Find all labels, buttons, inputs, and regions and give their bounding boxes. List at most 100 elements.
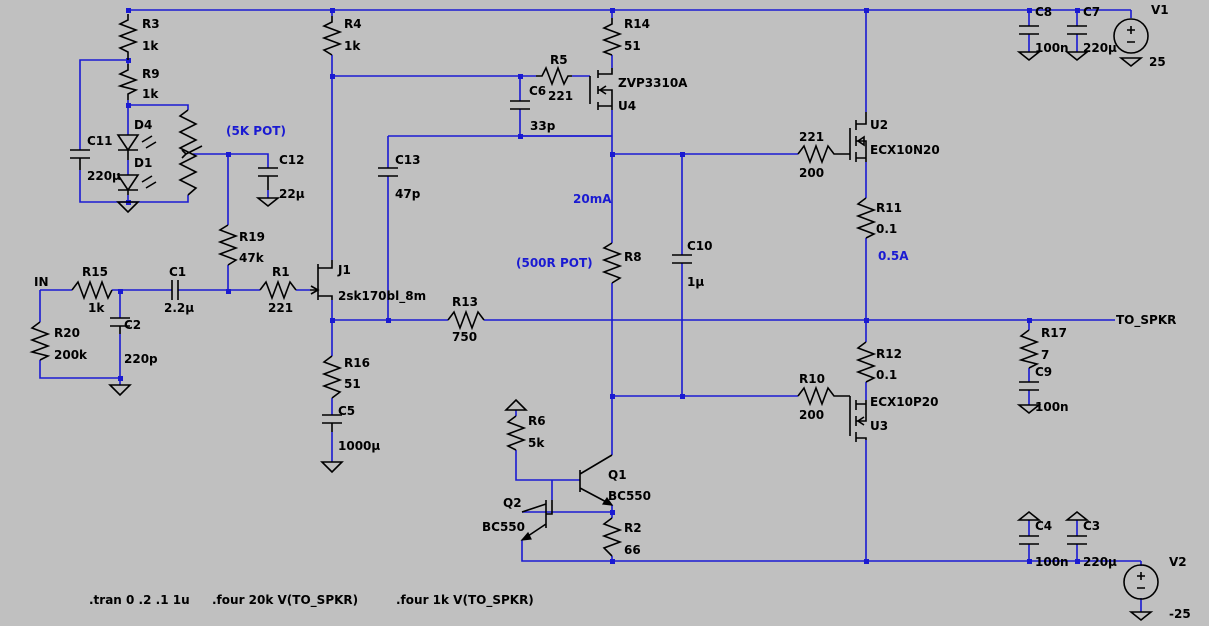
label-c2-name: C2	[124, 318, 141, 332]
resistor-r2	[601, 517, 623, 557]
label-c4-name: C4	[1035, 519, 1052, 533]
label-c12-value: 22µ	[279, 187, 305, 201]
capacitor-c5	[322, 414, 342, 432]
label-c9-value: 100n	[1035, 400, 1069, 414]
capacitor-c12	[258, 167, 278, 190]
label-v1-name: V1	[1151, 3, 1169, 17]
spice-directives: .tran 0 .2 .1 1u .four 20k V(TO_SPKR) .f…	[89, 593, 534, 608]
pmos-u4	[589, 68, 613, 110]
capacitor-c2	[110, 317, 130, 334]
net-label-in: IN	[34, 275, 49, 289]
label-q2-value: BC550	[482, 520, 525, 534]
label-c4-value: 100n	[1035, 555, 1069, 569]
nmos-u2	[849, 112, 867, 162]
label-j1-name: J1	[337, 263, 351, 277]
annotation-500r-pot: (500R POT)	[516, 256, 593, 270]
label-u3-value: ECX10P20	[870, 395, 938, 409]
resistor-r14	[601, 18, 623, 56]
capacitors	[70, 25, 1087, 545]
label-c12-name: C12	[279, 153, 305, 167]
capacitor-c11	[70, 149, 90, 170]
label-r5-name: R5	[550, 53, 568, 67]
label-r20-value: 200k	[54, 348, 88, 362]
voltage-source-v1	[1113, 18, 1149, 54]
label-v2-name: V2	[1169, 555, 1187, 569]
label-c10-name: C10	[687, 239, 713, 253]
label-c6-value: 33p	[530, 119, 556, 133]
ground-icon	[255, 197, 281, 208]
label-r5-value: 221	[548, 89, 573, 103]
label-q1-value: BC550	[608, 489, 651, 503]
annotation-20ma: 20mA	[573, 192, 612, 206]
label-q2-name: Q2	[503, 496, 522, 510]
label-c7-name: C7	[1083, 5, 1100, 19]
label-r2-value: 66	[624, 543, 641, 557]
capacitor-c4	[1019, 535, 1039, 545]
label-c7-value: 220µ	[1083, 41, 1117, 55]
capacitor-c13	[378, 167, 398, 177]
label-r1-value: 221	[268, 301, 293, 315]
directive-four-1k: .four 1k V(TO_SPKR)	[396, 593, 534, 608]
label-r12-name: R12	[876, 347, 902, 361]
annotation-0-5a: 0.5A	[878, 249, 909, 263]
capacitor-c7	[1067, 25, 1087, 35]
npn-q2	[520, 500, 553, 541]
label-c11-name: C11	[87, 134, 113, 148]
label-u2-name: U2	[870, 118, 888, 132]
label-r14-name: R14	[624, 17, 650, 31]
label-c6-name: C6	[529, 84, 546, 98]
label-r8-name: R8	[624, 250, 642, 264]
label-r10-value: 200	[799, 408, 824, 422]
label-c2-value: 220p	[124, 352, 158, 366]
capacitor-c1	[171, 280, 179, 300]
resistor-r10	[797, 385, 850, 407]
label-r15-value: 1k	[88, 301, 105, 315]
label-c13-name: C13	[395, 153, 421, 167]
ground-icon	[1118, 57, 1144, 68]
ground-icon	[108, 384, 132, 397]
label-r3-value: 1k	[142, 39, 159, 53]
label-c3-name: C3	[1083, 519, 1100, 533]
directive-tran: .tran 0 .2 .1 1u	[89, 593, 190, 607]
component-labels: R3 1k R9 1k D4 D1 C11 220µ (5K POT) C12 …	[34, 3, 1191, 621]
label-r17-name: R17	[1041, 326, 1067, 340]
resistor-r4	[321, 16, 343, 56]
resistor-r11	[855, 197, 877, 239]
label-c1-value: 2.2µ	[164, 301, 194, 315]
label-r1-name: R1	[272, 265, 290, 279]
label-u2-value: ECX10N20	[870, 143, 940, 157]
resistors	[29, 14, 1040, 557]
label-r10-name: R10	[799, 372, 825, 386]
resistor-rg-upper	[797, 143, 850, 165]
label-c5-name: C5	[338, 404, 355, 418]
label-c13-value: 47p	[395, 187, 421, 201]
label-c8-value: 100n	[1035, 41, 1069, 55]
label-u4-value: ZVP3310A	[618, 76, 688, 90]
resistor-r19	[217, 224, 239, 266]
label-j1-value: 2sk170bl_8m	[338, 289, 426, 304]
transistors	[310, 68, 867, 541]
label-rg-name: 221	[799, 130, 824, 144]
pot-wiper-arrow	[181, 145, 203, 159]
npn-q1	[579, 454, 614, 506]
ground-icon	[504, 398, 528, 411]
resistor-r12	[855, 341, 877, 383]
label-c3-value: 220µ	[1083, 555, 1117, 569]
label-r9-name: R9	[142, 67, 160, 81]
label-u4-name: U4	[618, 99, 636, 113]
ground-icon	[1064, 51, 1090, 62]
ground-icon	[1128, 611, 1154, 622]
label-r17-value: 7	[1041, 348, 1049, 362]
resistor-r15	[71, 279, 113, 301]
label-q1-name: Q1	[608, 468, 627, 482]
label-r4-name: R4	[344, 17, 362, 31]
capacitor-c6	[510, 100, 530, 110]
sources	[1113, 18, 1159, 600]
label-u3-name: U3	[870, 419, 888, 433]
label-r13-value: 750	[452, 330, 477, 344]
diodes	[116, 134, 157, 195]
label-d4: D4	[134, 118, 152, 132]
resistor-r1	[259, 279, 297, 301]
annotation-5k-pot: (5K POT)	[226, 124, 286, 138]
label-r12-value: 0.1	[876, 368, 897, 382]
